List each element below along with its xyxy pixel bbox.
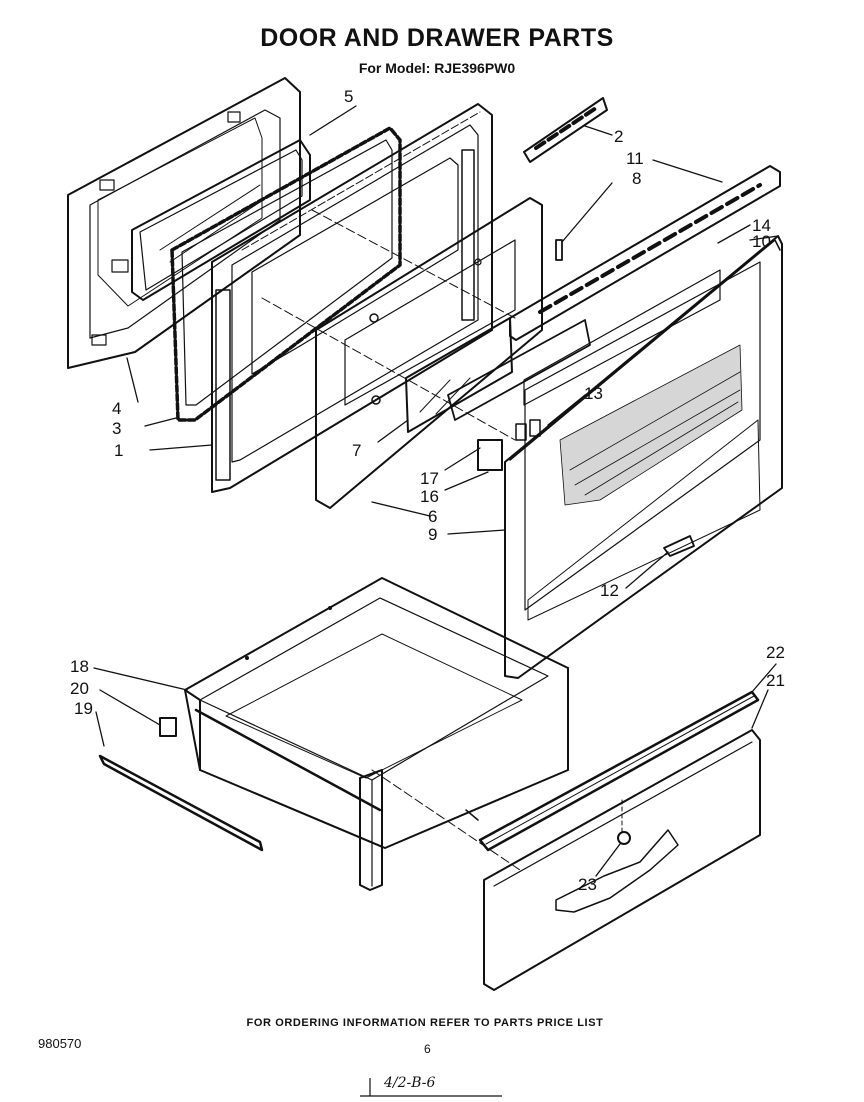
callout-7: 7 xyxy=(352,441,362,460)
callout-21: 21 xyxy=(766,671,785,690)
callout-6: 6 xyxy=(428,507,438,526)
callout-8: 8 xyxy=(632,169,642,188)
callout-20: 20 xyxy=(70,679,89,698)
part-20-drawer-roller xyxy=(159,717,177,737)
assembly-center-lines xyxy=(261,209,521,871)
part-16-17-hinge xyxy=(447,319,591,471)
document-number: 980570 xyxy=(38,1036,82,1051)
callout-23: 23 xyxy=(578,875,597,894)
callout-4: 4 xyxy=(112,399,122,418)
part-8-clip xyxy=(555,239,563,261)
callout-11: 11 xyxy=(626,149,644,168)
part-1-inner-door-liner xyxy=(211,103,493,493)
part-7-window-glass xyxy=(405,317,513,433)
callout-9: 9 xyxy=(428,525,438,544)
part-19-drawer-rail xyxy=(98,754,264,852)
handwritten-reference: 4/2-B-6 xyxy=(384,1075,436,1091)
part-6-door-panel xyxy=(315,197,543,509)
page-number: 6 xyxy=(424,1042,431,1056)
part-2-vent-trim xyxy=(523,97,608,163)
part-11-vent-trim xyxy=(509,165,781,341)
model-subtitle: For Model: RJE396PW0 xyxy=(358,60,516,76)
callout-19: 19 xyxy=(74,699,93,718)
handwritten-underline xyxy=(360,1078,502,1097)
part-18-drawer-body xyxy=(184,577,569,891)
part-21-drawer-front xyxy=(483,729,761,991)
callout-14: 14 xyxy=(752,216,771,235)
part-22-trim-strip xyxy=(478,690,760,852)
callout-3: 3 xyxy=(112,419,122,438)
part-4-outer-door-panel xyxy=(67,77,301,369)
callout-17: 17 xyxy=(420,469,439,488)
callout-10: 10 xyxy=(752,232,771,251)
callout-16: 16 xyxy=(420,487,439,506)
callout-18: 18 xyxy=(70,657,89,676)
part-3-door-gasket xyxy=(170,126,402,422)
callout-5: 5 xyxy=(344,87,354,106)
part-9-outer-door-assembly xyxy=(504,235,783,679)
callout-2: 2 xyxy=(614,127,624,146)
callout-13: 13 xyxy=(584,384,603,403)
callout-1: 1 xyxy=(114,441,124,460)
diagram-title: DOOR AND DRAWER PARTS xyxy=(260,24,614,52)
ordering-note: FOR ORDERING INFORMATION REFER TO PARTS … xyxy=(246,1017,604,1029)
callout-22: 22 xyxy=(766,643,785,662)
leader-lines xyxy=(93,105,779,877)
callout-12: 12 xyxy=(600,581,619,600)
